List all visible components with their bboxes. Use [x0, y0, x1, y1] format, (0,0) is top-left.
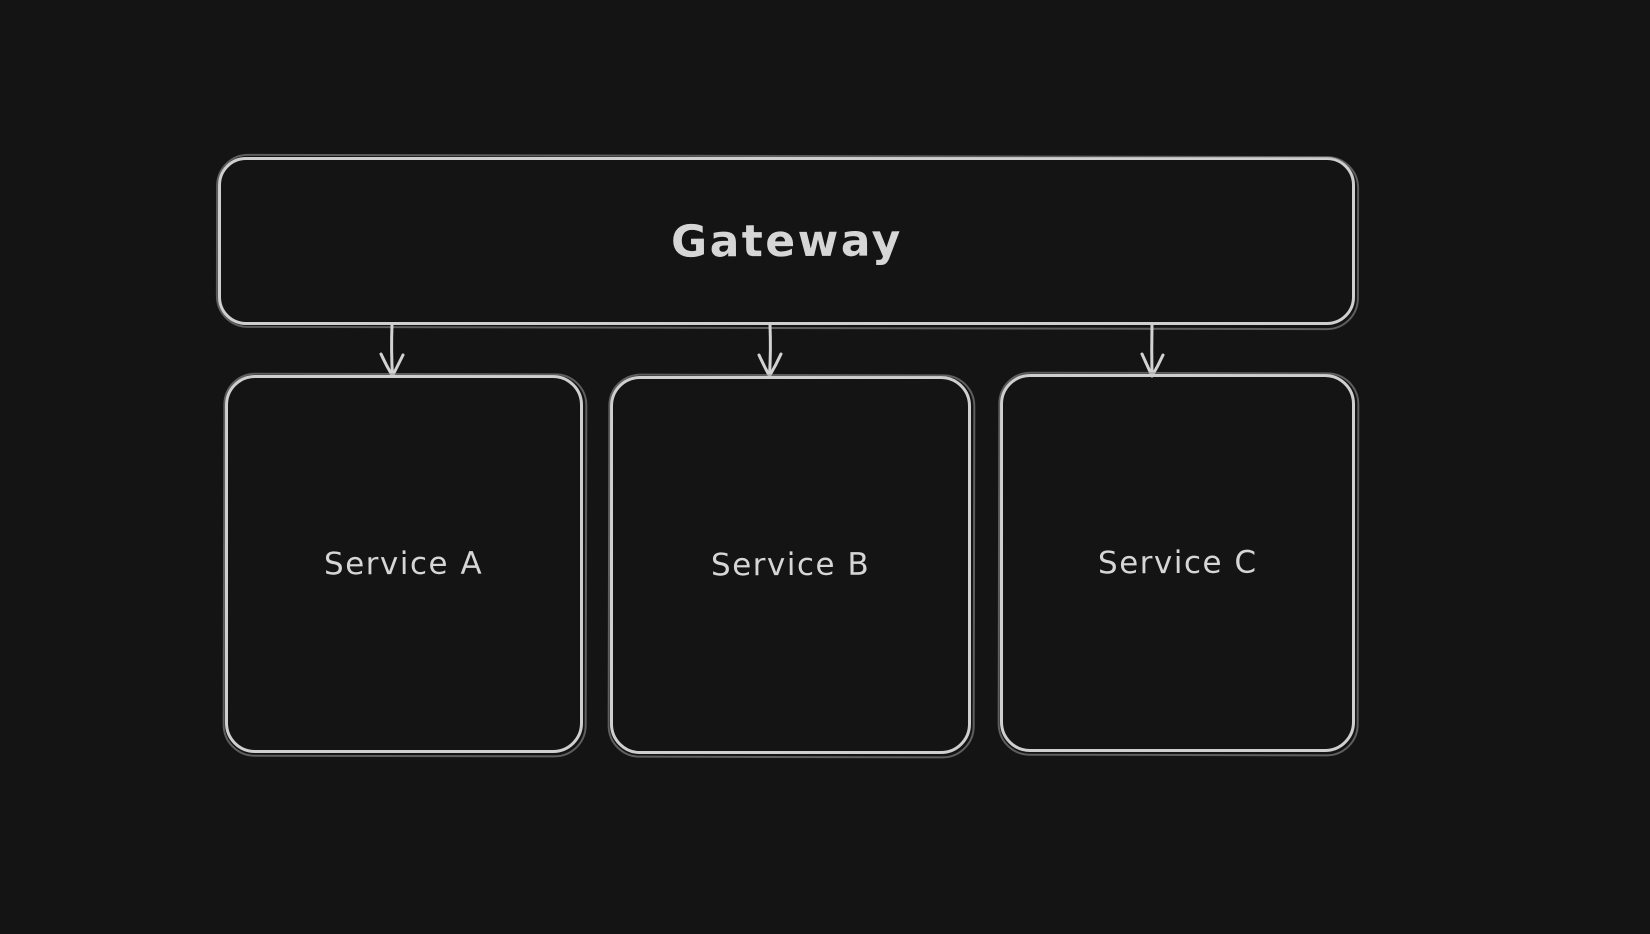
node-service-a[interactable]: Service A [225, 375, 583, 753]
arrow-shaft [390, 323, 394, 378]
arrow-gateway-to-service-a[interactable] [370, 323, 414, 381]
node-gateway-label: Gateway [670, 214, 903, 268]
node-service-c[interactable]: Service C [1000, 374, 1355, 752]
node-service-a-label: Service A [324, 545, 484, 583]
node-gateway[interactable]: Gateway [218, 157, 1355, 325]
node-service-b[interactable]: Service B [610, 376, 971, 754]
arrow-gateway-to-service-c[interactable] [1130, 323, 1174, 381]
arrow-shaft [768, 323, 772, 378]
arrow-gateway-to-service-b[interactable] [748, 323, 792, 381]
node-service-b-label: Service B [710, 546, 871, 584]
node-service-c-label: Service C [1097, 544, 1258, 582]
